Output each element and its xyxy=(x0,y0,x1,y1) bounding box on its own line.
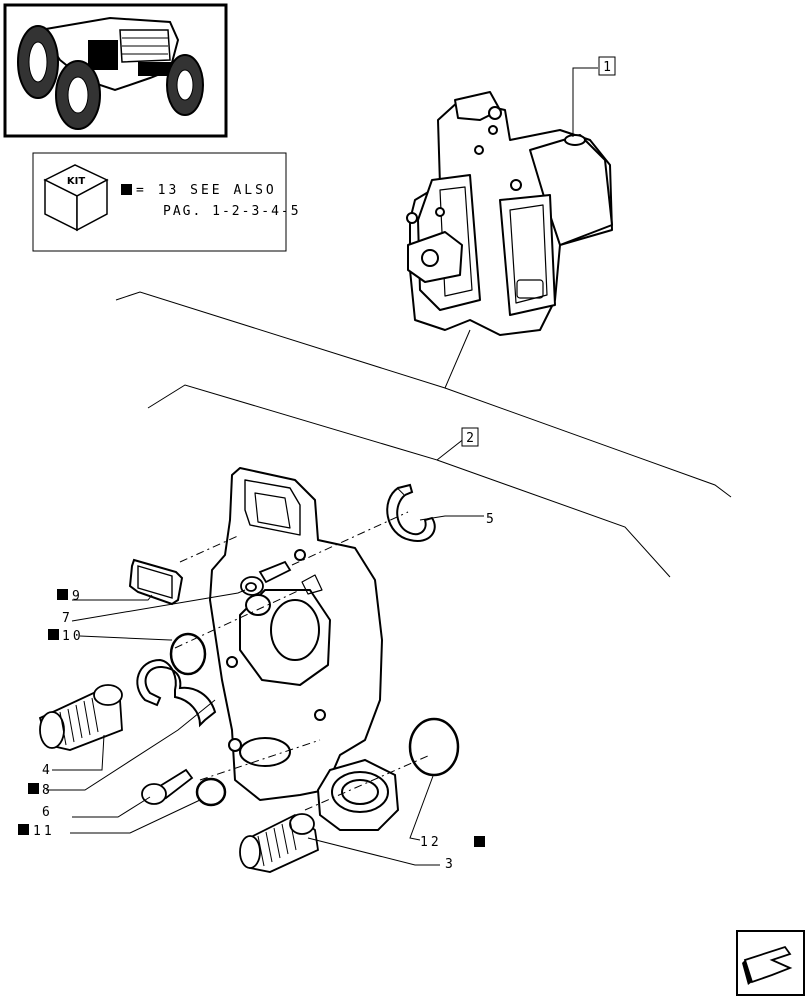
kit-note-line2: PAG. 1-2-3-4-5 xyxy=(163,204,301,219)
tractor-thumbnail[interactable] xyxy=(3,3,228,138)
o-ring-part-12[interactable] xyxy=(408,717,460,777)
label-part-10-text: 10 xyxy=(62,629,84,644)
exploded-view-bracket xyxy=(115,291,732,578)
kit-label: KIT xyxy=(67,176,85,187)
kit-cube-icon: KIT xyxy=(43,164,109,232)
leader-lines xyxy=(46,515,484,866)
part-labels: 9 7 10 4 8 6 11 5 12 3 xyxy=(18,512,494,872)
mounting-plate[interactable] xyxy=(209,467,383,801)
label-part-11-text: 11 xyxy=(33,824,55,839)
next-page-arrow-icon[interactable] xyxy=(736,930,805,996)
label-part-6-text[interactable]: 6 xyxy=(42,805,50,820)
label-part-8-text: 8 xyxy=(42,783,50,798)
o-ring-part-11[interactable] xyxy=(195,777,227,807)
label-part-3-text[interactable]: 3 xyxy=(445,857,453,872)
fitting-part-4[interactable] xyxy=(38,684,123,751)
label-part-4-text[interactable]: 4 xyxy=(42,763,50,778)
kit-marker-square xyxy=(121,184,132,195)
callout-1[interactable]: 1 xyxy=(598,56,616,76)
snap-ring-part-8[interactable] xyxy=(136,658,217,728)
kit-note-line1: = 13 SEE ALSO xyxy=(136,183,277,198)
callout-2-label: 2 xyxy=(466,431,474,446)
kit-legend: KIT = 13 SEE ALSO PAG. 1-2-3-4-5 xyxy=(32,152,301,252)
square-seal-part-9[interactable] xyxy=(128,558,184,606)
screw-part-7[interactable] xyxy=(240,560,292,596)
sleeve-part-3[interactable] xyxy=(239,813,319,873)
label-part-7-text[interactable]: 7 xyxy=(62,611,70,626)
screw-part-6[interactable] xyxy=(141,768,194,805)
label-part-9-text: 9 xyxy=(72,589,80,604)
label-part-9[interactable]: 9 xyxy=(57,589,80,604)
callout-1-label: 1 xyxy=(603,60,611,75)
assembly-axes xyxy=(174,511,431,811)
label-part-12-text: 12 xyxy=(420,835,442,850)
label-part-11[interactable]: 11 xyxy=(18,824,55,839)
label-part-5-text[interactable]: 5 xyxy=(486,512,494,527)
callout-1-leader xyxy=(572,67,598,137)
valve-assembly[interactable] xyxy=(406,91,613,336)
label-part-8[interactable]: 8 xyxy=(28,783,50,798)
callout-2[interactable]: 2 xyxy=(461,427,479,447)
lower-bore-boss xyxy=(316,758,400,831)
label-part-10[interactable]: 10 xyxy=(48,629,84,644)
circlip-part-5[interactable] xyxy=(386,483,436,542)
o-ring-part-10[interactable] xyxy=(169,632,207,676)
label-part-12[interactable]: 12 xyxy=(420,835,485,850)
